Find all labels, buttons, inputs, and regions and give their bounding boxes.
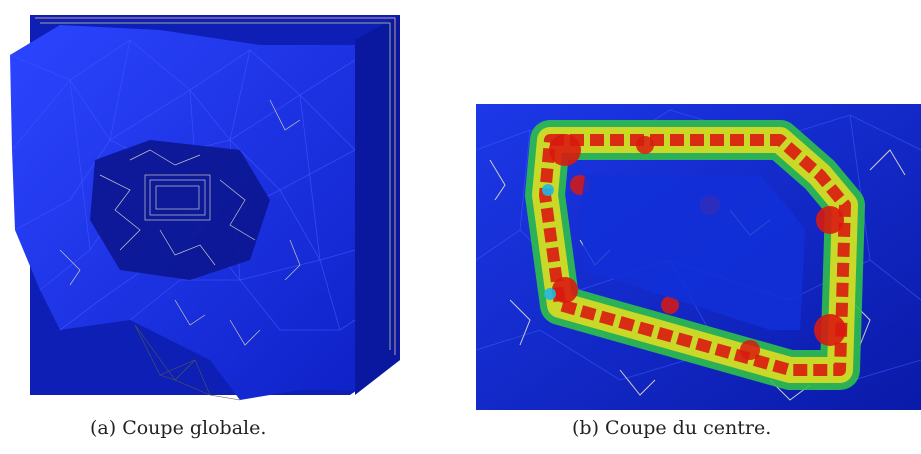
figure-panel-b: (b) Coupe du centre. (470, 0, 921, 454)
global-section-mesh-image (9, 15, 400, 401)
caption-a: (a) Coupe globale. (90, 417, 267, 439)
field-ring (525, 120, 865, 390)
figure-panel-a: (a) Coupe globale. (0, 0, 420, 454)
central-mesh-wireframe (59, 99, 301, 346)
center-section-field-image (475, 104, 921, 410)
caption-b: (b) Coupe du centre. (572, 417, 772, 439)
